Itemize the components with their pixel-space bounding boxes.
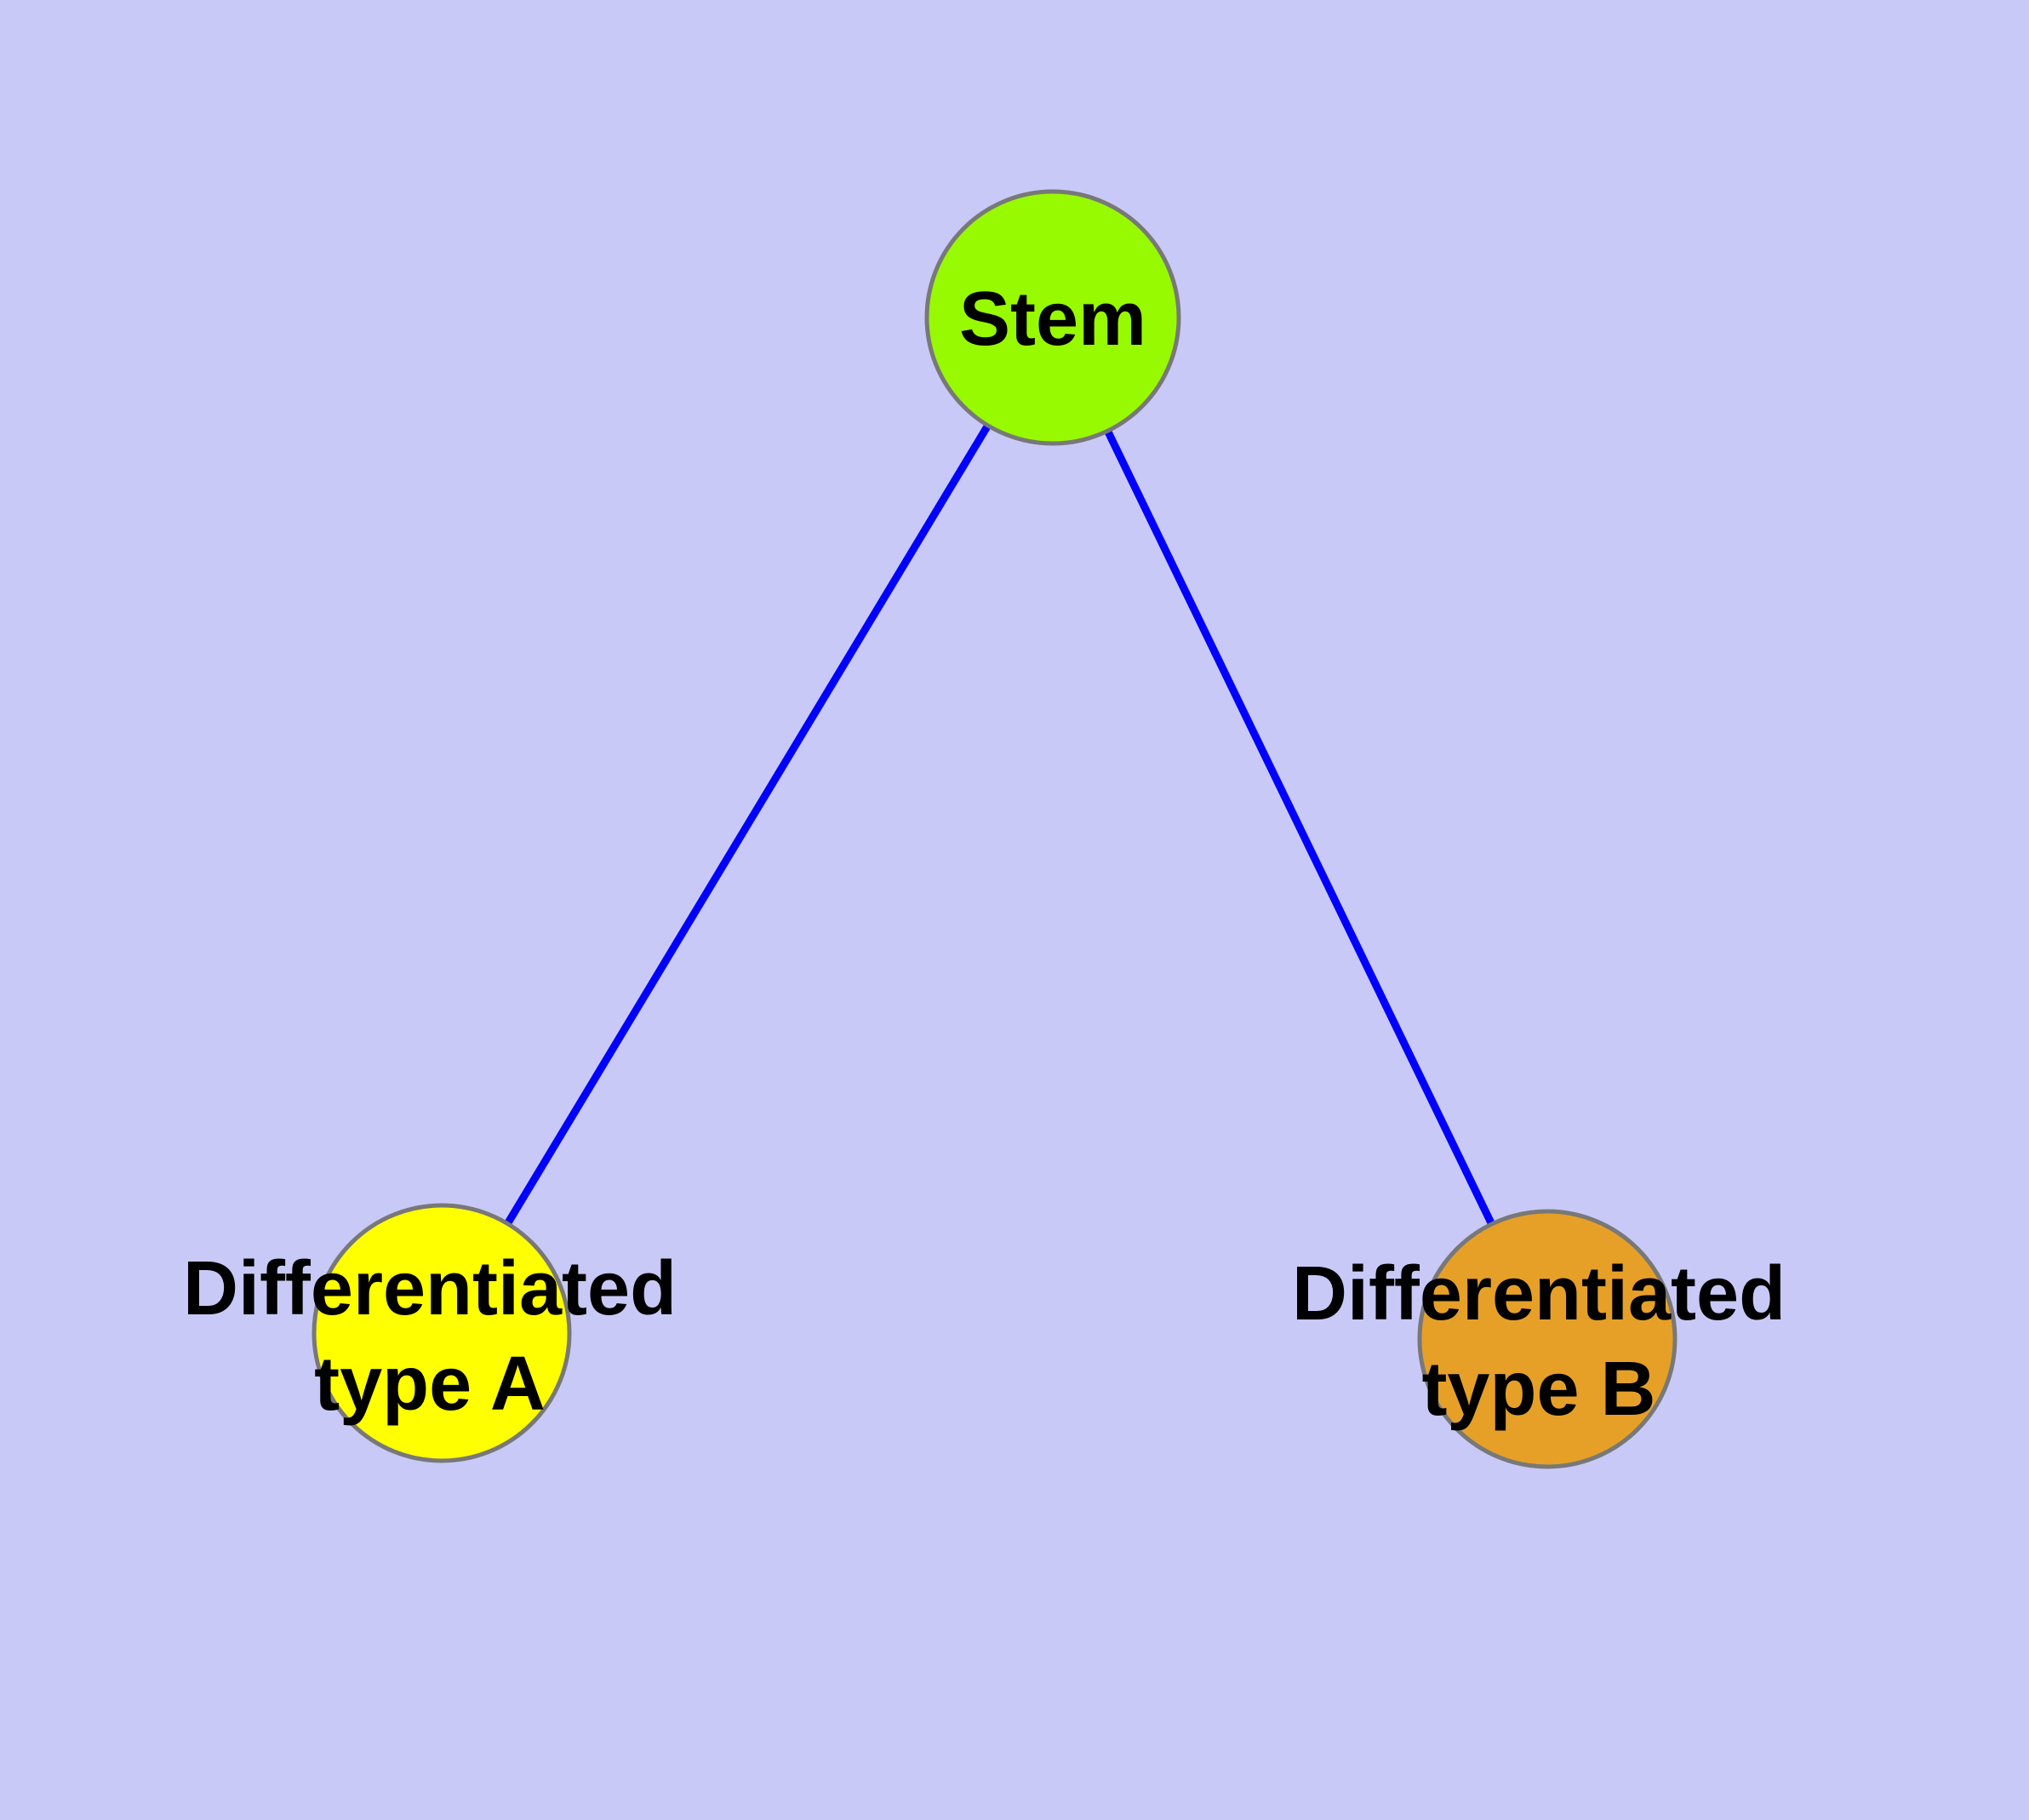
- node-stem-circle: [924, 189, 1181, 446]
- edge-stem-to-type-a: [438, 315, 1056, 1336]
- node-differentiated-type-a-circle: [311, 1203, 572, 1463]
- node-differentiated-type-b-label: Differentiated type B: [1291, 1251, 1786, 1432]
- node-differentiated-type-a-label: Differentiated type A: [182, 1246, 677, 1427]
- node-stem-label: Stem: [958, 277, 1147, 362]
- node-differentiated-type-b-circle: [1417, 1209, 1677, 1469]
- edge-stem-to-type-b: [1049, 316, 1552, 1341]
